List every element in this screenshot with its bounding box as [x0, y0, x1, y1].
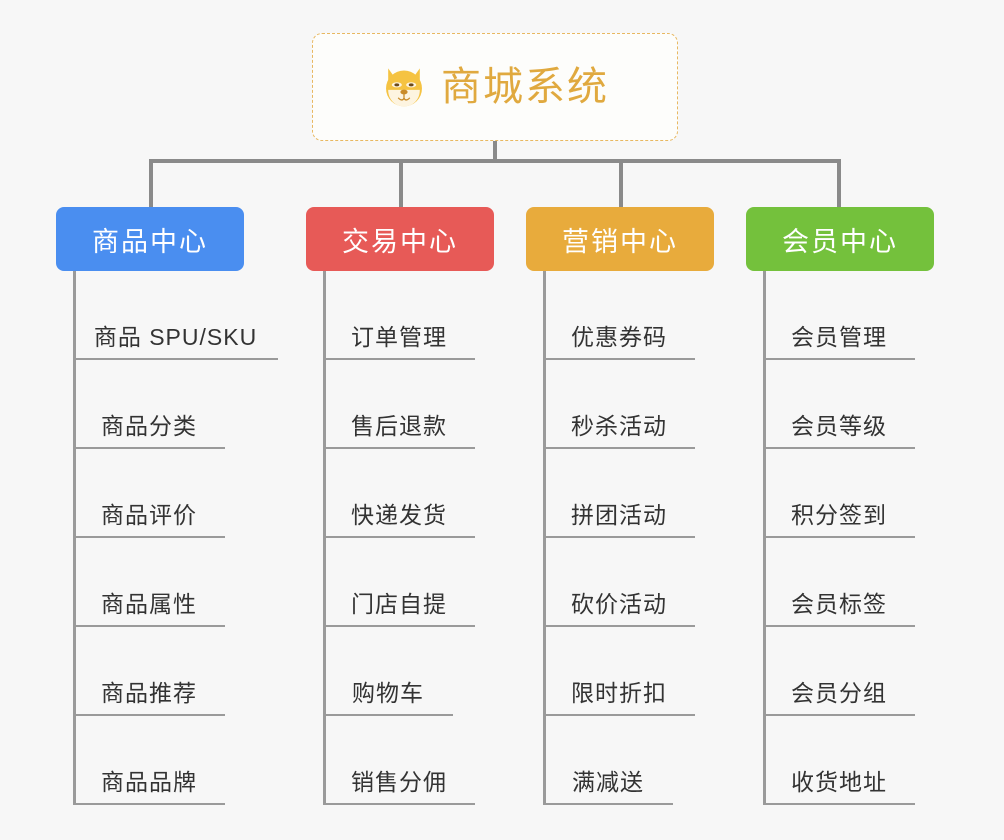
shiba-inu-dog-face-icon	[386, 68, 422, 107]
leaf-label: 门店自提	[351, 591, 447, 617]
leaf-underline	[543, 358, 695, 360]
category-label: 会员中心	[782, 226, 898, 257]
leaf-item[interactable]: 限时折扣	[543, 627, 695, 716]
leaf-label: 商品推荐	[101, 680, 197, 706]
leaf-label: 快递发货	[351, 502, 447, 528]
leaf-underline	[543, 714, 695, 716]
leaf-underline	[323, 358, 475, 360]
leaf-underline	[73, 714, 225, 716]
leaf-underline	[763, 358, 915, 360]
leaf-label: 会员管理	[791, 324, 887, 350]
category-label: 商品中心	[92, 226, 208, 257]
leaf-item[interactable]: 售后退款	[323, 360, 475, 449]
category-drop-connector	[149, 159, 153, 207]
leaf-item[interactable]: 商品评价	[73, 449, 225, 538]
leaf-label: 购物车	[352, 680, 424, 706]
leaf-label: 订单管理	[351, 324, 447, 350]
leaf-item[interactable]: 门店自提	[323, 538, 475, 627]
horizontal-bus-connector	[149, 159, 839, 163]
leaf-item[interactable]: 会员等级	[763, 360, 915, 449]
column-spine	[323, 271, 326, 805]
leaf-label: 商品 SPU/SKU	[93, 324, 258, 350]
leaf-label: 会员等级	[791, 413, 887, 439]
leaf-underline	[73, 358, 278, 360]
leaf-item[interactable]: 商品属性	[73, 538, 225, 627]
leaf-column-3: 优惠券码秒杀活动拼团活动砍价活动限时折扣满减送	[543, 271, 695, 805]
category-drop-connector	[399, 159, 403, 207]
leaf-underline	[543, 447, 695, 449]
category-box-1[interactable]: 商品中心	[56, 207, 244, 271]
leaf-underline	[73, 536, 225, 538]
leaf-item[interactable]: 商品 SPU/SKU	[73, 271, 278, 360]
leaf-underline	[73, 625, 225, 627]
category-box-4[interactable]: 会员中心	[746, 207, 934, 271]
category-box-3[interactable]: 营销中心	[526, 207, 714, 271]
leaf-item[interactable]: 满减送	[543, 716, 673, 805]
leaf-label: 收货地址	[791, 769, 887, 795]
leaf-label: 销售分佣	[351, 769, 447, 795]
leaf-item[interactable]: 销售分佣	[323, 716, 475, 805]
column-spine	[543, 271, 546, 805]
category-label: 交易中心	[342, 226, 458, 257]
column-spine	[73, 271, 76, 805]
leaf-label: 限时折扣	[571, 680, 667, 706]
leaf-label: 商品评价	[101, 502, 197, 528]
leaf-label: 会员分组	[791, 680, 887, 706]
leaf-underline	[763, 625, 915, 627]
leaf-label: 秒杀活动	[571, 413, 667, 439]
leaf-label: 积分签到	[791, 502, 887, 528]
leaf-underline	[323, 447, 475, 449]
leaf-label: 砍价活动	[571, 591, 667, 617]
leaf-underline	[323, 625, 475, 627]
leaf-underline	[543, 536, 695, 538]
leaf-item[interactable]: 快递发货	[323, 449, 475, 538]
leaf-underline	[543, 625, 695, 627]
leaf-item[interactable]: 商品分类	[73, 360, 225, 449]
leaf-label: 商品属性	[101, 591, 197, 617]
category-drop-connector	[619, 159, 623, 207]
leaf-underline	[763, 536, 915, 538]
leaf-label: 商品品牌	[101, 769, 197, 795]
leaf-item[interactable]: 收货地址	[763, 716, 915, 805]
leaf-item[interactable]: 积分签到	[763, 449, 915, 538]
leaf-label: 售后退款	[351, 413, 447, 439]
leaf-label: 商品分类	[101, 413, 197, 439]
category-box-2[interactable]: 交易中心	[306, 207, 494, 271]
leaf-label: 优惠券码	[571, 324, 667, 350]
category-label: 营销中心	[562, 226, 678, 257]
leaf-underline	[323, 714, 453, 716]
leaf-underline	[543, 803, 673, 805]
leaf-column-2: 订单管理售后退款快递发货门店自提购物车销售分佣	[323, 271, 475, 805]
root-node[interactable]: 商城系统	[312, 33, 678, 141]
leaf-underline	[323, 536, 475, 538]
leaf-item[interactable]: 拼团活动	[543, 449, 695, 538]
root-title: 商城系统	[441, 65, 609, 109]
leaf-underline	[73, 447, 225, 449]
leaf-column-1: 商品 SPU/SKU 商品分类商品评价商品属性商品推荐商品品牌	[73, 271, 278, 805]
leaf-item[interactable]: 会员分组	[763, 627, 915, 716]
leaf-item[interactable]: 商品品牌	[73, 716, 225, 805]
leaf-item[interactable]: 购物车	[323, 627, 453, 716]
leaf-item[interactable]: 砍价活动	[543, 538, 695, 627]
leaf-underline	[763, 447, 915, 449]
leaf-item[interactable]: 会员标签	[763, 538, 915, 627]
leaf-label: 满减送	[572, 769, 644, 795]
leaf-underline	[323, 803, 475, 805]
leaf-item[interactable]: 商品推荐	[73, 627, 225, 716]
leaf-label: 拼团活动	[571, 502, 667, 528]
leaf-underline	[73, 803, 225, 805]
leaf-column-4: 会员管理会员等级积分签到会员标签会员分组收货地址	[763, 271, 915, 805]
leaf-item[interactable]: 会员管理	[763, 271, 915, 360]
leaf-item[interactable]: 订单管理	[323, 271, 475, 360]
leaf-label: 会员标签	[791, 591, 887, 617]
leaf-underline	[763, 803, 915, 805]
leaf-underline	[763, 714, 915, 716]
leaf-item[interactable]: 优惠券码	[543, 271, 695, 360]
column-spine	[763, 271, 766, 805]
leaf-item[interactable]: 秒杀活动	[543, 360, 695, 449]
category-drop-connector	[837, 159, 841, 207]
root-stem-connector	[493, 141, 497, 163]
